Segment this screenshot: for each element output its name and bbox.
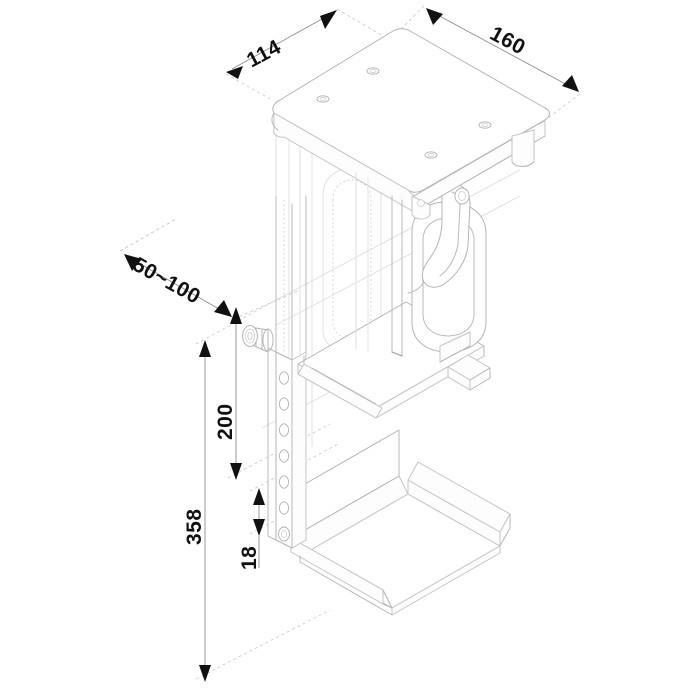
dimension-160: [426, 8, 579, 92]
vertical-back-rail: [267, 195, 307, 549]
upper-body-wall: [355, 172, 403, 357]
dimension-label-358: 358: [183, 508, 206, 545]
top-plate-screw-holes: [316, 67, 492, 159]
top-mounting-plate: [271, 28, 550, 220]
dimension-18: [253, 488, 265, 568]
dimension-358: [199, 340, 211, 682]
bottom-tray: [290, 429, 511, 616]
release-lever: [407, 181, 471, 294]
dimension-lines: [124, 8, 579, 682]
locking-knob: [242, 325, 274, 353]
rail-adjustment-holes: [278, 371, 290, 542]
dimension-200: [230, 307, 242, 480]
dimension-50-100: [124, 254, 232, 317]
dimension-label-200: 200: [214, 403, 237, 440]
dimension-label-18: 18: [238, 545, 261, 570]
dimension-114: [226, 10, 337, 79]
